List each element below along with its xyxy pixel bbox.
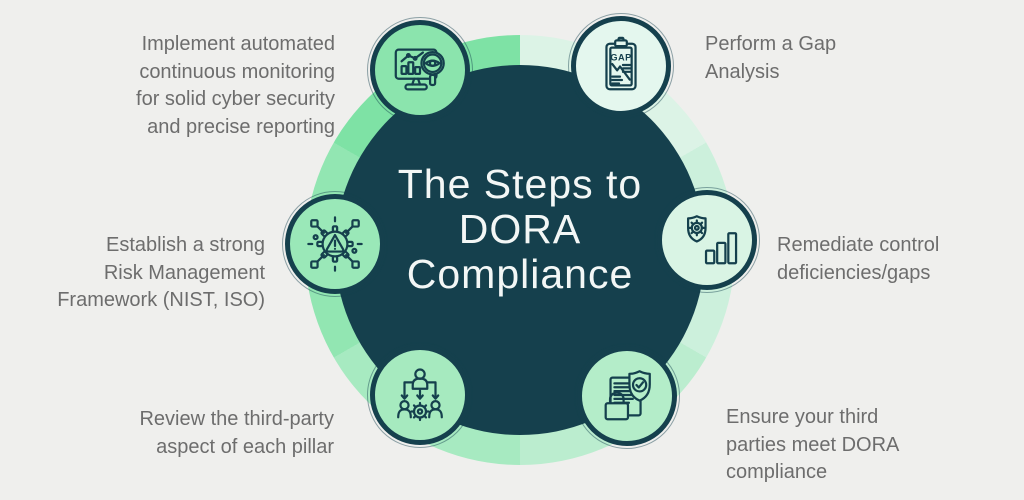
step-label-third-party-compliance: Ensure your third parties meet DORA comp… <box>726 406 900 483</box>
shield-gear-chart-icon <box>686 215 738 265</box>
step-label-risk-framework: Establish a strong Risk Management Frame… <box>57 234 265 311</box>
step-label-gap-analysis: Perform a Gap Analysis <box>705 33 837 83</box>
gear-alert-network-icon <box>307 216 363 272</box>
step-label-monitoring: Implement automated continuous monitorin… <box>136 33 335 138</box>
step-label-remediate: Remediate control deficiencies/gaps <box>777 234 940 284</box>
step-node-review-pillars <box>367 342 473 448</box>
gap-text: GAP <box>610 53 631 63</box>
step-node-gap-analysis: GAP <box>568 13 674 119</box>
step-node-remediate <box>654 187 760 293</box>
step-label-review-pillars: Review the third-party aspect of each pi… <box>139 408 334 458</box>
gap-clipboard-icon: GAP <box>605 36 637 91</box>
document-shield-lock-icon <box>604 370 651 421</box>
monitor-magnifier-icon <box>394 48 445 91</box>
step-node-risk-framework <box>282 191 388 297</box>
step-node-third-party-compliance <box>574 343 680 449</box>
step-node-monitoring <box>367 17 473 123</box>
infographic-title: The Steps to DORA Compliance <box>397 160 643 297</box>
delegation-people-gear-icon <box>397 368 443 422</box>
